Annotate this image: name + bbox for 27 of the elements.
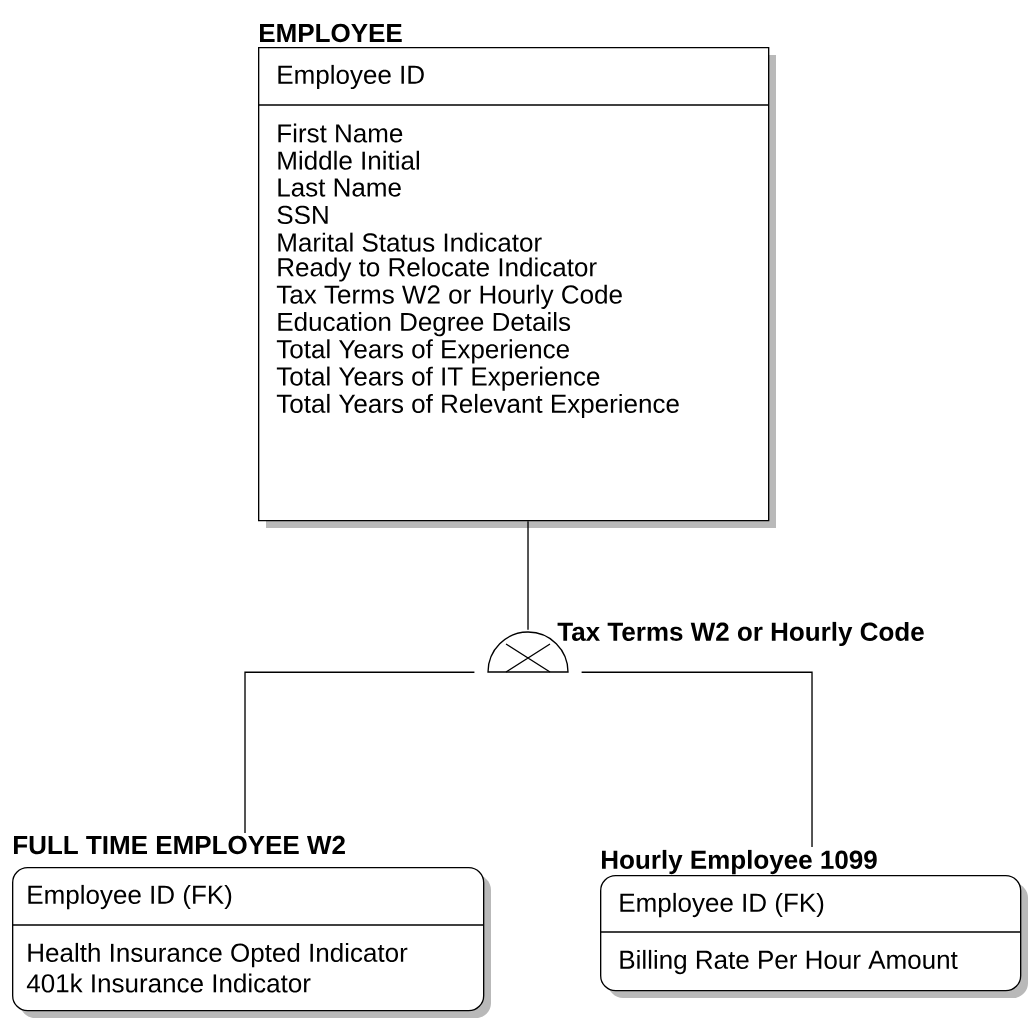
attribute: Total Years of IT Experience — [276, 366, 600, 391]
key-attribute: Employee ID — [278, 64, 424, 90]
attribute: Total Years of Experience — [276, 339, 569, 364]
attribute: Marital Status Indicator — [278, 232, 542, 252]
attribute: Education Degree Details — [278, 312, 571, 337]
connector-line — [580, 671, 813, 848]
entity-name: Hourly Employee 1099 — [602, 849, 877, 875]
attribute: Total Years of Relevant Experience — [276, 393, 679, 419]
attribute: First Name — [278, 123, 403, 143]
attribute: Last Name — [278, 178, 401, 197]
attribute: SSN — [277, 205, 328, 225]
connector-line — [527, 520, 529, 631]
attribute: 401k Insurance Indicator — [26, 973, 311, 993]
attribute: Billing Rate Per Hour Amount — [620, 949, 958, 975]
entity-box — [599, 849, 1028, 998]
attribute: Middle Initial — [278, 150, 419, 170]
entity-name: FULL TIME EMPLOYEE W2 — [14, 835, 345, 855]
entity-box — [11, 835, 491, 1018]
entity-box — [257, 23, 776, 528]
key-attribute: Employee ID (FK) — [28, 884, 232, 910]
connector-line — [244, 671, 476, 834]
attribute: Health Insurance Opted Indicator — [28, 942, 408, 968]
entity-name: EMPLOYEE — [260, 23, 402, 43]
attribute: Ready to Relocate Indicator — [278, 257, 597, 282]
key-attribute: Employee ID (FK) — [620, 892, 824, 918]
discriminator-label: Tax Terms W2 or Hourly Code — [557, 621, 924, 647]
attribute: Tax Terms W2 or Hourly Code — [276, 284, 622, 309]
